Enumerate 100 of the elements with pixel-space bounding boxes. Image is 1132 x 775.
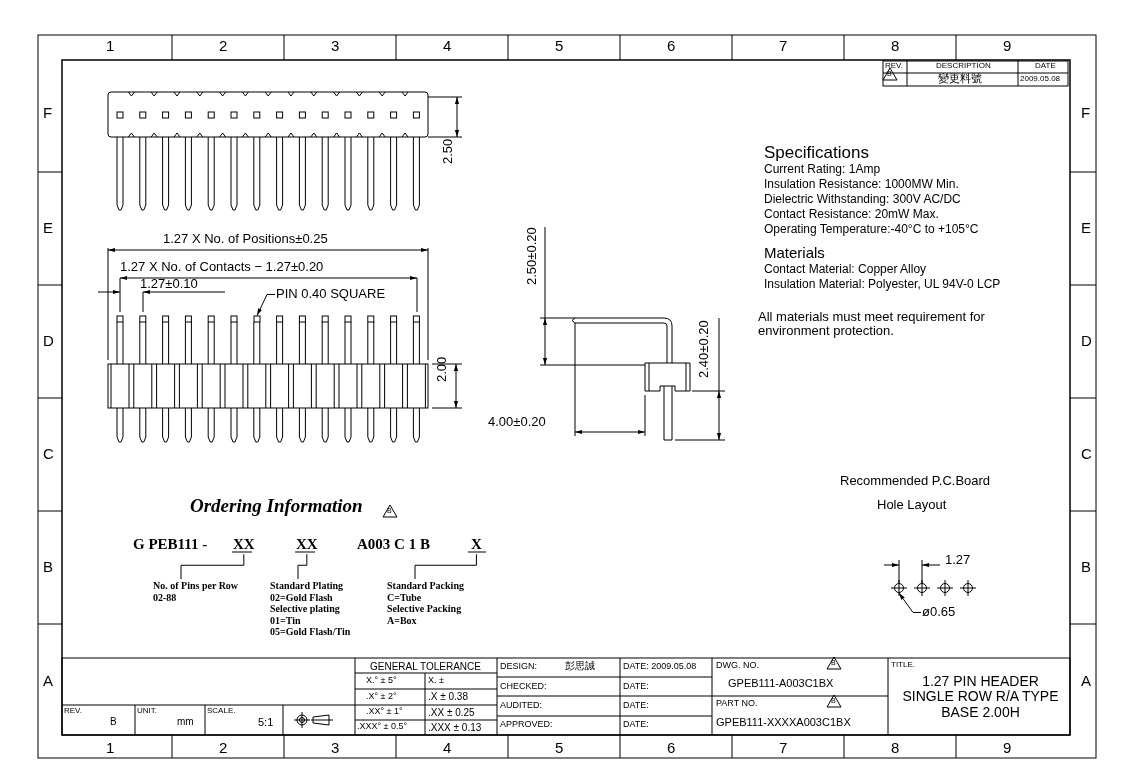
note-text: All materials must meet requirement for environment protection. <box>758 310 986 339</box>
title-text: 1.27 PIN HEADER SINGLE ROW R/A TYPE BASE 2.00H <box>901 674 1060 721</box>
row-letter: F <box>1081 105 1091 122</box>
part-code-field: XX <box>296 536 318 554</box>
column-number: 5 <box>555 740 564 757</box>
spec-line: Dielectric Withstanding: 300V AC/DC <box>764 193 961 207</box>
section-heading: Materials <box>764 245 825 262</box>
table-entry: .XXX ± 0.13 <box>428 722 482 733</box>
column-number: 2 <box>219 740 228 757</box>
row-letter: A <box>1081 673 1091 690</box>
table-entry: 彭思誠 <box>565 660 595 671</box>
field-label: TITLE. <box>891 661 915 670</box>
table-entry: X.° ± 5° <box>366 676 397 686</box>
table-heading: GENERAL TOLERANCE <box>370 661 481 672</box>
field-label: APPROVED: <box>500 720 553 730</box>
field-label: DATE: <box>623 701 649 711</box>
field-label: DATE: 2009.05.08 <box>623 662 697 672</box>
part-code-field: XX <box>233 536 255 554</box>
leader-line <box>898 592 922 613</box>
section-heading: Ordering Information <box>190 496 363 517</box>
part-code-field: X <box>471 536 482 554</box>
row-letter: D <box>43 333 54 350</box>
table-entry: 2009.05.08 <box>1020 75 1061 84</box>
row-letter: B <box>1081 559 1091 576</box>
field-label: DATE: <box>623 720 649 730</box>
part-number: GPEB111-A003C1BX <box>728 677 834 690</box>
spec-line: Current Rating: 1Amp <box>764 163 881 177</box>
option-note: Standard Plating 02=Gold Flash Selective plating 01=Tin 05=Gold Flash/Tin <box>270 580 351 638</box>
table-heading: REV. <box>885 62 903 71</box>
section-heading: Specifications <box>764 144 869 163</box>
column-number: 8 <box>891 38 900 55</box>
dimension-label: 2.40±0.20 <box>697 320 712 378</box>
leader-line <box>256 293 276 316</box>
column-number: 2 <box>219 38 228 55</box>
leader-line <box>180 553 245 580</box>
hole-circle <box>894 583 904 593</box>
leader-line <box>414 553 477 580</box>
option-note: Standard Packing C=Tube Selective Packing A=Box <box>387 580 464 626</box>
column-number: 9 <box>1003 38 1012 55</box>
dimension-label: 1.27 X No. of Positions±0.25 <box>163 232 328 247</box>
dimension-label: 4.00±0.20 <box>488 415 546 430</box>
table-entry: .XX° ± 1° <box>366 707 403 717</box>
table-entry: .X ± 0.38 <box>428 691 468 702</box>
column-number: 3 <box>331 38 340 55</box>
column-number: 1 <box>106 740 115 757</box>
column-number: 1 <box>106 38 115 55</box>
row-letter: C <box>1081 446 1092 463</box>
part-code: A003 C 1 B <box>357 536 430 553</box>
column-number: 6 <box>667 38 676 55</box>
spec-line: Insulation Material: Polyester, UL 94V-0 LCP <box>764 278 1002 292</box>
dimension-label: 1.27 X No. of Contacts − 1.27±0.20 <box>120 260 324 275</box>
spec-line: Contact Material: Copper Alloy <box>764 263 927 277</box>
section-heading: Recommended P.C.Board <box>840 474 991 489</box>
column-number: 7 <box>779 740 788 757</box>
table-entry: .XXX° ± 0.5° <box>357 722 408 732</box>
row-letter: E <box>1081 220 1091 237</box>
dimension-label: 1.27 <box>945 553 971 568</box>
column-number: 9 <box>1003 740 1012 757</box>
table-entry: X. ± <box>428 676 444 686</box>
dimension-label: 2.50 <box>441 138 456 164</box>
table-entry: 5:1 <box>258 716 274 729</box>
leader-line <box>297 553 308 580</box>
row-letter: D <box>1081 333 1092 350</box>
field-label: CHECKED: <box>500 682 547 692</box>
spec-line: Contact Resistance: 20mW Max. <box>764 208 939 222</box>
part-number: GPEB111-XXXXA003C1BX <box>716 716 851 729</box>
field-label: REV. <box>64 707 82 716</box>
column-number: 4 <box>443 740 452 757</box>
field-label: AUDITED: <box>500 701 542 711</box>
option-note: No. of Pins per Row 02-88 <box>153 580 239 603</box>
column-number: 6 <box>667 740 676 757</box>
table-entry: .XX ± 0.25 <box>428 707 475 718</box>
column-number: 5 <box>555 38 564 55</box>
table-heading: DATE <box>1035 62 1056 71</box>
table-heading: DESCRIPTION <box>936 62 991 71</box>
field-label: DWG. NO. <box>716 661 759 671</box>
spec-line: Operating Temperature:-40°C to +105°C <box>764 223 979 237</box>
row-letter: C <box>43 446 54 463</box>
table-entry: 變更料號 <box>938 72 982 85</box>
callout-text: ø0.65 <box>922 605 956 620</box>
field-label: PART NO. <box>716 699 758 709</box>
dimension-label: 1.27±0.10 <box>140 277 198 292</box>
column-number: 3 <box>331 740 340 757</box>
column-number: 7 <box>779 38 788 55</box>
pin-tip <box>253 315 261 323</box>
field-label: SCALE. <box>207 707 236 716</box>
dimension-label: 2.00 <box>435 356 450 382</box>
table-entry: B <box>110 716 117 727</box>
dimension-label: 2.50±0.20 <box>525 227 540 285</box>
row-letter: E <box>43 220 53 237</box>
table-entry: mm <box>177 716 194 727</box>
part-code: G PEB111 - <box>133 536 208 553</box>
column-number: 8 <box>891 740 900 757</box>
field-label: DESIGN: <box>500 662 537 672</box>
row-letter: B <box>43 559 53 576</box>
row-letter: A <box>43 673 53 690</box>
field-label: UNIT. <box>137 707 157 716</box>
section-heading: Hole Layout <box>877 498 947 513</box>
field-label: DATE: <box>623 682 649 692</box>
spec-line: Insulation Resistance: 1000MW Min. <box>764 178 959 192</box>
